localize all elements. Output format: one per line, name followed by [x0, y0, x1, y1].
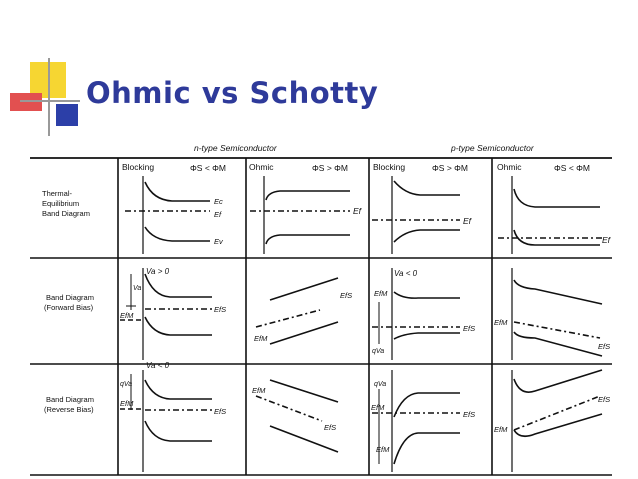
row2-label-line2: (Forward Bias) [44, 303, 94, 312]
label-qva-r2c3: qVa [372, 348, 384, 355]
label-efs-r3c3: EfS [463, 410, 475, 419]
decor-blue-square [56, 104, 78, 126]
label-efm-r3c4: EfM [494, 425, 508, 434]
decor-red-square [10, 93, 42, 111]
label-efm-r3c3: EfM [371, 403, 385, 412]
diagram-r3-c2 [255, 379, 339, 453]
row1-label-line1: Thermal- [42, 189, 73, 198]
label-efm-r2c3: EfM [374, 289, 388, 298]
col4-label: Ohmic [497, 162, 522, 172]
diagram-r1-c1 [125, 176, 210, 254]
label-efs-r2c1: EfS [214, 305, 226, 314]
diagram-r2-c3 [372, 268, 460, 360]
col1-label: Blocking [122, 162, 154, 172]
col3-label: Blocking [373, 162, 405, 172]
diagram-r1-c2 [250, 176, 350, 254]
diagram-r2-c1 [120, 268, 212, 360]
header-n-type: n-type Semiconductor [194, 143, 278, 153]
diagram-r2-c4 [511, 268, 603, 360]
diagram-r2-c2 [255, 277, 339, 345]
header-p-type: p-type Semiconductor [450, 143, 535, 153]
col3-condition: ΦS > ΦM [432, 163, 468, 173]
label-efs-r3c1: EfS [214, 407, 226, 416]
row3-label-line1: Band Diagram [46, 395, 94, 404]
label-ef-r1c2: Ef [353, 206, 363, 216]
col1-condition: ΦS < ΦM [190, 163, 226, 173]
label-qva-r3c3: qVa [374, 381, 386, 388]
label-ev: Ev [214, 237, 224, 246]
label-efs-r3c4: EfS [598, 395, 610, 404]
label-efs-r2c4: EfS [598, 342, 610, 351]
diagram-r1-c4 [498, 176, 602, 254]
label-ec: Ec [214, 197, 223, 206]
diagram-r1-c3 [372, 176, 460, 254]
label-efm-r3c1: EfM [120, 399, 134, 408]
slide-title: Ohmic vs Schotty [86, 76, 379, 110]
label-va-neg-r3c1: Va < 0 [146, 361, 170, 370]
label-efs-r3c2: EfS [324, 423, 336, 432]
col2-label: Ohmic [249, 162, 274, 172]
diagram-r3-c1 [120, 370, 212, 472]
decor-vertical-line [48, 58, 50, 136]
label-efm-r2c2: EfM [254, 334, 268, 343]
label-va-neg-r2c3: Va < 0 [394, 269, 418, 278]
label-ef-r1c4: Ef [602, 235, 612, 245]
col2-condition: ΦS > ΦM [312, 163, 348, 173]
label-efs-r2c3: EfS [463, 324, 475, 333]
label-ef-r1c3: Ef [463, 216, 473, 226]
diagram-r3-c4 [511, 369, 603, 472]
decor-horizontal-line [20, 100, 80, 102]
band-diagram-figure: n-type Semiconductor p-type Semiconducto… [30, 143, 612, 476]
label-ef-r1c1: Ef [214, 210, 222, 219]
label-va-r2c1: Va [133, 285, 141, 292]
row3-label-line2: (Reverse Bias) [44, 405, 94, 414]
label-efm-r2c4: EfM [494, 318, 508, 327]
diagram-r3-c3 [372, 370, 460, 472]
label-qva-r3c1: qVa [120, 381, 132, 388]
row1-label-line2: Equilibrium [42, 199, 79, 208]
label-va-pos: Va > 0 [146, 267, 170, 276]
label-efm-r3c4-bottom: EfM [376, 445, 390, 454]
label-efm-r3c2: EfM [252, 386, 266, 395]
col4-condition: ΦS < ΦM [554, 163, 590, 173]
row1-label-line3: Band Diagram [42, 209, 90, 218]
label-efs-r2c2: EfS [340, 291, 352, 300]
label-efm-r2c1: EfM [120, 311, 134, 320]
row2-label-line1: Band Diagram [46, 293, 94, 302]
